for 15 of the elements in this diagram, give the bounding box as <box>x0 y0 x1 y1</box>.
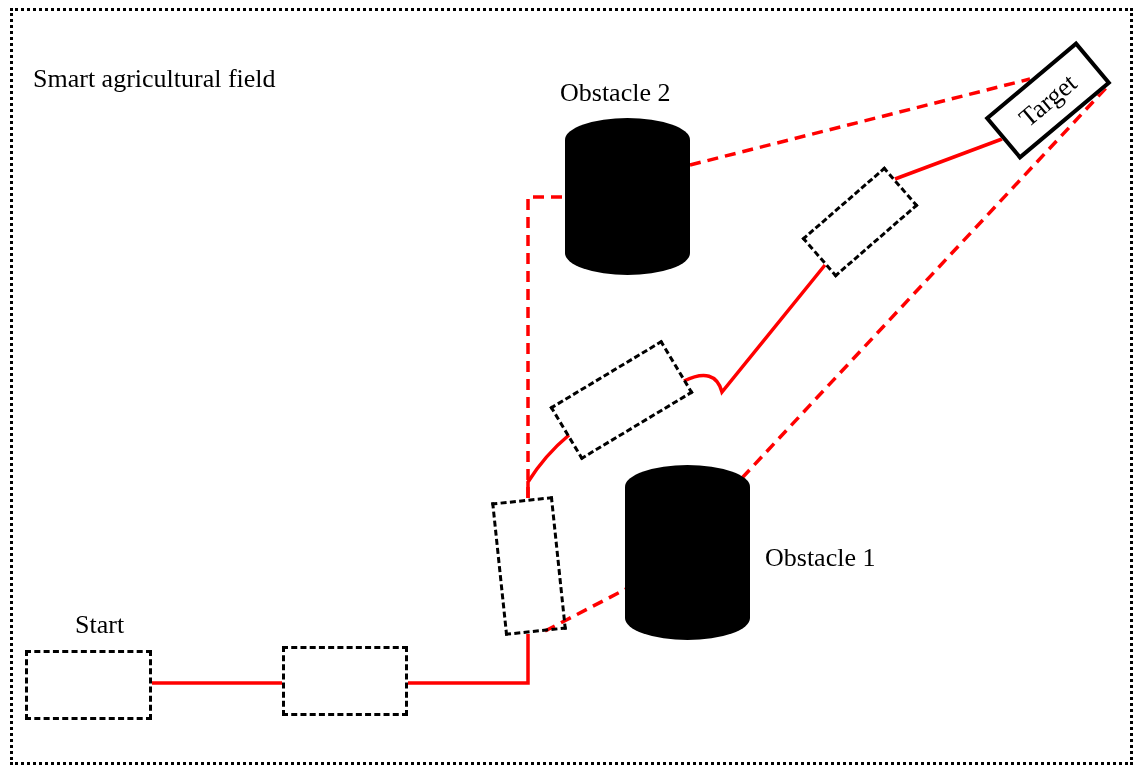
dashed-path-line <box>689 77 1031 167</box>
path-line <box>894 137 1003 181</box>
dashed-path-line <box>526 195 565 498</box>
dashed-frame <box>491 496 567 636</box>
dashed-frame <box>282 646 408 716</box>
dashed-path-line <box>740 86 1108 480</box>
start-label: Start <box>75 612 125 638</box>
obstacle-label: Obstacle 1 <box>765 545 876 571</box>
dashed-frame <box>548 339 694 461</box>
field-title: Smart agricultural field <box>33 66 276 92</box>
dashed-frame <box>801 166 919 278</box>
field-border <box>10 8 1133 765</box>
path-line <box>408 634 530 685</box>
path-line <box>152 681 282 685</box>
obstacle-label: Obstacle 2 <box>560 80 671 106</box>
